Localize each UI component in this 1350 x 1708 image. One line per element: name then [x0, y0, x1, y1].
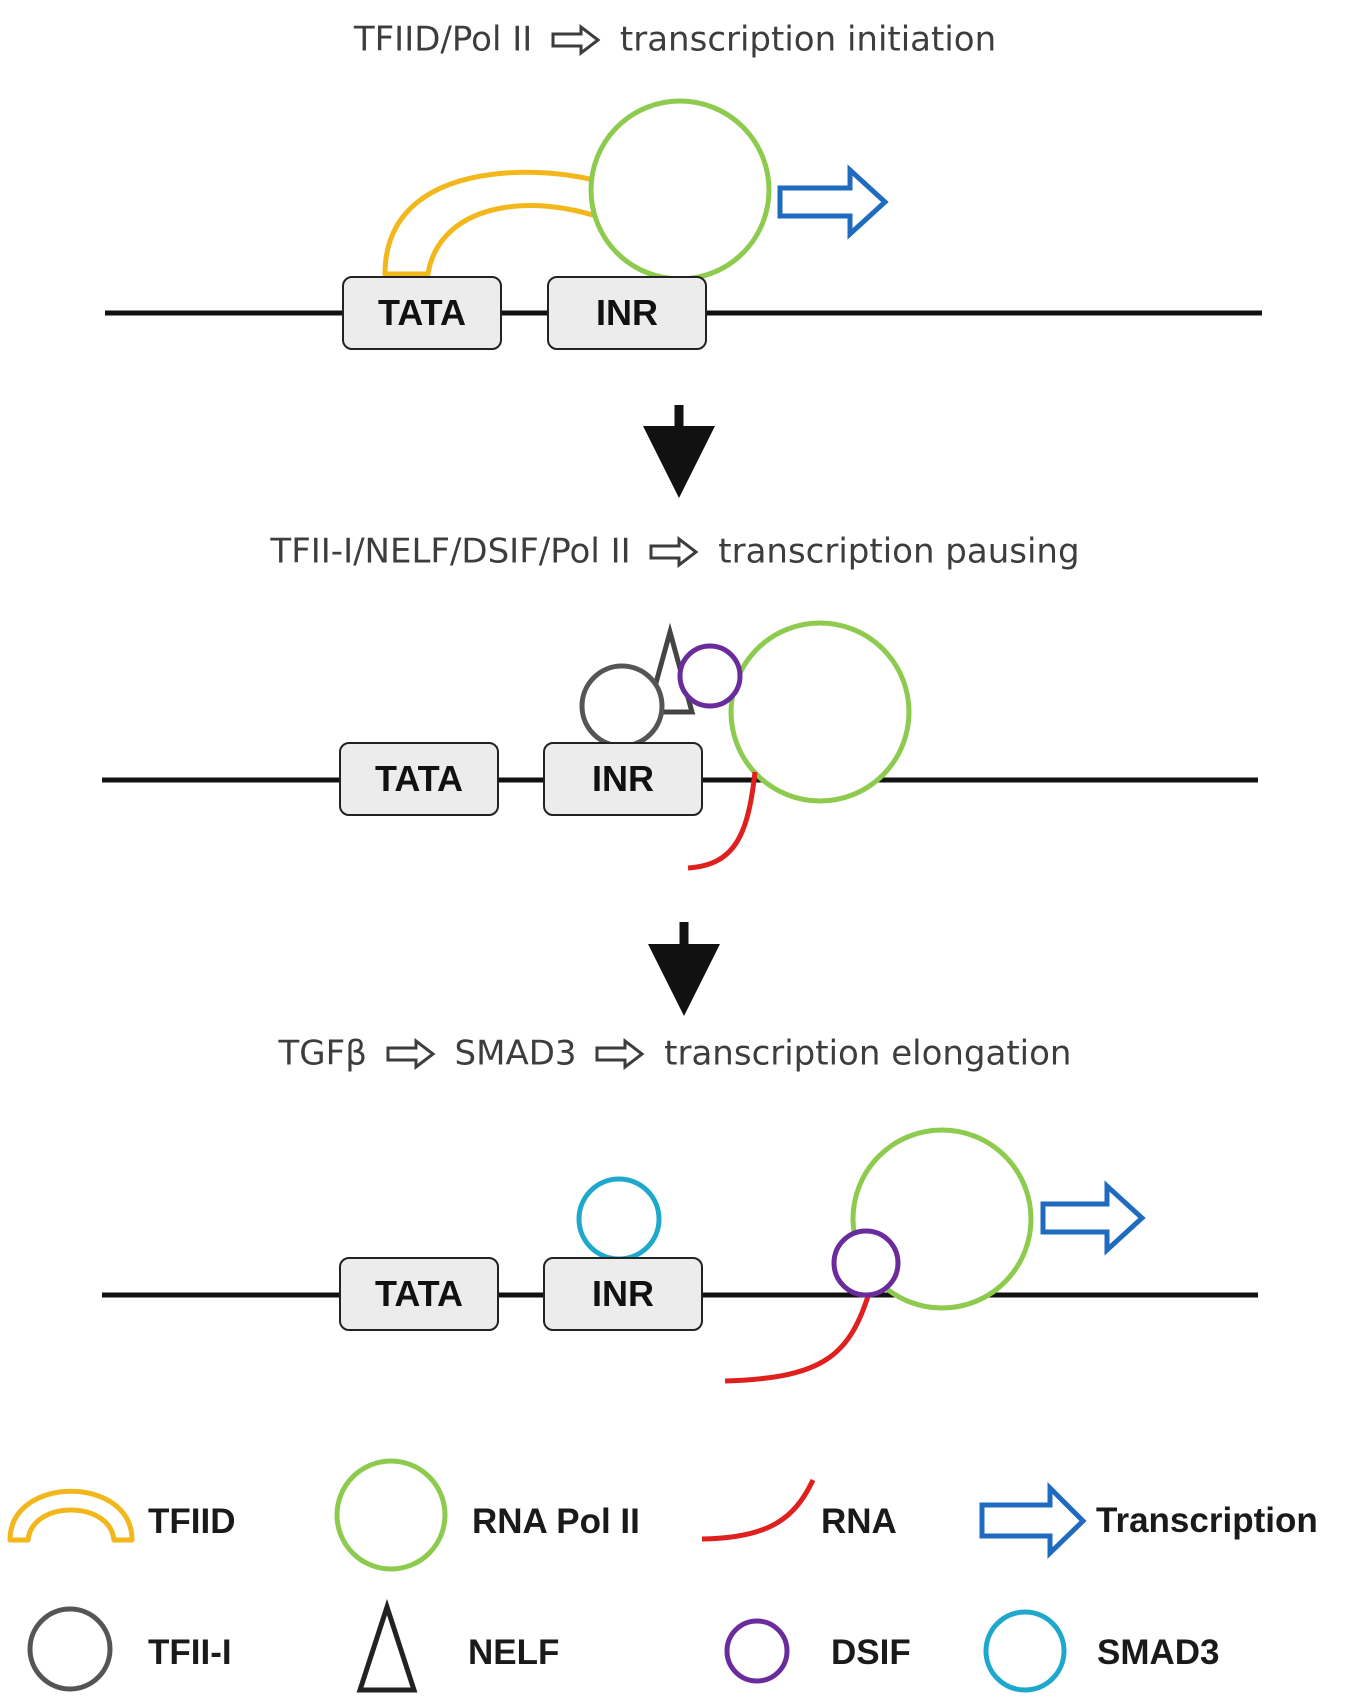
heading-part: TGFβ [278, 1033, 367, 1074]
heading-part: transcription elongation [664, 1033, 1072, 1074]
stage-3-heading: TGFβ SMAD3 transcription elongation [0, 1032, 1350, 1074]
legend-label-rna: RNA [821, 1502, 897, 1541]
heading-part: transcription initiation [619, 19, 997, 60]
hollow-arrow-icon [386, 1037, 436, 1070]
tata-box: TATA [342, 276, 502, 350]
heading-part: TFII-I/NELF/DSIF/Pol II [270, 531, 631, 572]
hollow-arrow-icon [551, 23, 601, 56]
legend-label-rna-pol-ii: RNA Pol II [472, 1502, 640, 1541]
hollow-arrow-icon [649, 535, 699, 568]
hollow-arrow-icon [595, 1037, 645, 1070]
stage-2-heading: TFII-I/NELF/DSIF/Pol II transcription pa… [0, 530, 1350, 572]
heading-part: TFIID/Pol II [353, 19, 533, 60]
legend-label-smad3: SMAD3 [1097, 1633, 1220, 1672]
purple-circle-icon [724, 1618, 790, 1684]
transcription-arrow [777, 164, 889, 240]
rna-pol-ii [728, 620, 912, 804]
blue-arrow-icon [979, 1481, 1087, 1559]
stage-1-heading: TFIID/Pol II transcription initiation [0, 18, 1350, 60]
transcription-arrow [1040, 1180, 1146, 1256]
heading-part: transcription pausing [718, 531, 1080, 572]
smad3-complex [576, 1176, 662, 1262]
tfiid-complex [382, 169, 623, 277]
tfii-i-complex [579, 663, 665, 749]
heading-part: SMAD3 [454, 1033, 577, 1074]
rna-strand [724, 1289, 873, 1384]
legend-label-tfiid: TFIID [148, 1502, 236, 1541]
rna-strand [687, 771, 758, 871]
cyan-circle-icon [983, 1609, 1067, 1693]
legend-label-dsif: DSIF [831, 1633, 911, 1672]
legend-label-nelf: NELF [468, 1633, 560, 1672]
gray-circle-icon [27, 1606, 113, 1692]
rna-pol-ii [588, 98, 772, 282]
tata-box: TATA [339, 1257, 499, 1331]
legend-label-tfii-i: TFII-I [148, 1633, 232, 1672]
inr-box: INR [543, 742, 703, 816]
tata-box: TATA [339, 742, 499, 816]
triangle-icon [356, 1598, 418, 1693]
red-curve-icon [701, 1478, 816, 1542]
tfiid-arc-icon [7, 1488, 135, 1543]
inr-box: INR [543, 1257, 703, 1331]
dsif-complex [831, 1228, 901, 1298]
green-circle-icon [334, 1458, 448, 1572]
legend-label-transcription: Transcription [1096, 1501, 1318, 1540]
dsif-complex [677, 643, 743, 709]
inr-box: INR [547, 276, 707, 350]
